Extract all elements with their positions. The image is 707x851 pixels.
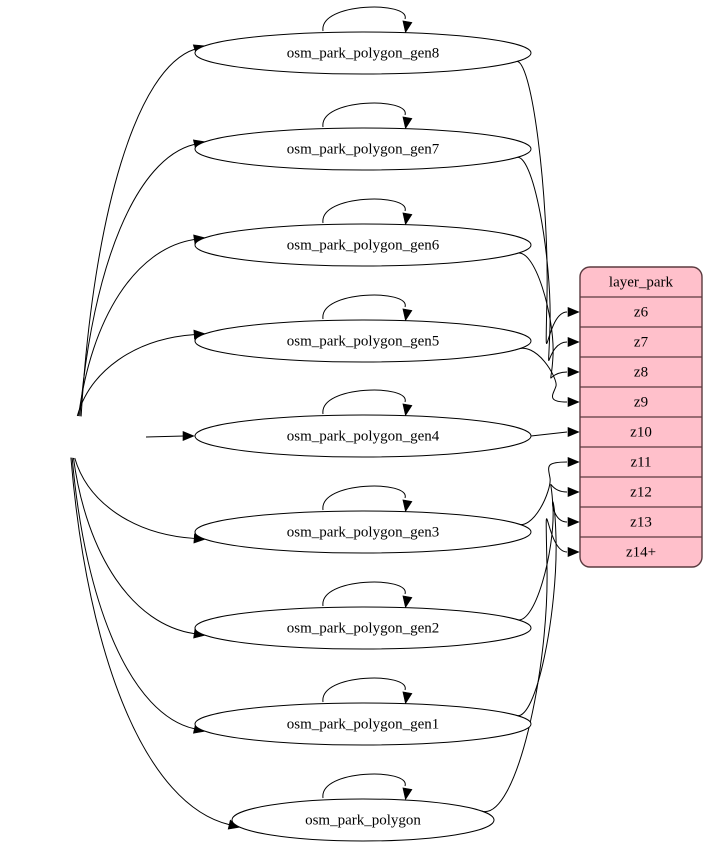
table-row-z6[interactable]: z6	[634, 304, 649, 320]
node-label: osm_park_polygon	[305, 812, 421, 828]
edge-osm_park_polygon_gen4-to-z10	[530, 431, 568, 437]
self-loop-edge-osm_park_polygon_gen7	[322, 102, 406, 128]
table-row-z10[interactable]: z10	[630, 424, 652, 440]
node-osm_park_polygon_gen6[interactable]: osm_park_polygon_gen6	[194, 223, 532, 267]
arrowhead-osm_park_polygon_gen8-to-row	[567, 306, 580, 318]
table-row-z11[interactable]: z11	[630, 454, 651, 470]
node-ellipse	[194, 31, 532, 75]
self-loop-edge-osm_park_polygon_gen6	[322, 198, 406, 224]
self-loop-arrowhead-osm_park_polygon_gen8	[402, 20, 413, 34]
table-row-z14plus[interactable]: z14+	[626, 544, 656, 560]
nodes-layer: osm_park_polygon_gen8 osm_park_polygon_ge…	[194, 31, 532, 842]
self-loop-arrowhead-osm_park_polygon_gen7	[402, 116, 413, 130]
node-ellipse	[231, 798, 495, 842]
arrowhead-osm_park_polygon_gen6-to-row	[567, 366, 580, 378]
arrowhead-osm_park_polygon_gen7-to-row	[567, 336, 580, 348]
arrowhead-osm_park_polygon_gen3-to-row	[567, 456, 580, 468]
table-row-z8[interactable]: z8	[634, 364, 648, 380]
node-ellipse	[194, 606, 532, 650]
arrowhead-osm_park_polygon_gen4-to-row	[567, 426, 580, 438]
edge-osm_park_polygon_gen1-to-z13	[515, 501, 568, 716]
table-row-z13[interactable]: z13	[630, 514, 652, 530]
self-loop-arrowhead-osm_park_polygon_gen2	[402, 595, 413, 609]
table-row-z9[interactable]: z9	[634, 394, 648, 410]
self-loop-edge-osm_park_polygon_gen5	[322, 294, 406, 320]
self-loop-edge-osm_park_polygon_gen3	[322, 485, 406, 511]
edge-osm_park_polygon_gen2-to-z12	[515, 484, 568, 621]
table-layer: layer_park z6 z7 z8 z9 z10 z11 z12 z13 z14+	[579, 266, 703, 568]
self-loop-arrowhead-osm_park_polygon_gen5	[402, 308, 413, 322]
self-loop-edge-osm_park_polygon_gen8	[322, 6, 406, 32]
edge-imposm3-to-osm_park_polygon_gen2	[72, 457, 195, 635]
self-loop-edge-osm_park_polygon_gen2	[322, 581, 406, 607]
self-loop-arrowhead-osm_park_polygon_gen3	[402, 499, 413, 513]
node-ellipse	[194, 510, 532, 554]
edge-osm_park_polygon_gen8-to-z6	[515, 61, 568, 344]
edge-osm_park_polygon-to-z14plus	[481, 518, 568, 812]
table-row-z12[interactable]: z12	[630, 484, 652, 500]
edge-imposm3-to-osm_park_polygon_gen6	[78, 238, 195, 417]
self-loop-edge-osm_park_polygon_gen1	[322, 677, 406, 703]
arrowhead-osm_park_polygon-to-row	[567, 546, 580, 558]
edge-imposm3-to-osm_park_polygon_gen4	[145, 435, 185, 438]
arrowhead-imposm3-to-osm_park_polygon_gen4	[182, 430, 195, 442]
node-label: osm_park_polygon_gen2	[287, 620, 439, 636]
node-osm_park_polygon_gen4[interactable]: osm_park_polygon_gen4	[194, 414, 532, 458]
self-loop-edge-osm_park_polygon_gen4	[322, 389, 406, 415]
edge-imposm3-to-osm_park_polygon_gen3	[74, 457, 195, 539]
arrowhead-osm_park_polygon_gen2-to-row	[567, 486, 580, 498]
node-osm_park_polygon_gen3[interactable]: osm_park_polygon_gen3	[194, 510, 532, 554]
node-label: osm_park_polygon_gen1	[287, 716, 439, 732]
node-label: osm_park_polygon_gen6	[287, 237, 440, 253]
node-osm_park_polygon[interactable]: osm_park_polygon	[231, 798, 495, 842]
arrowhead-osm_park_polygon_gen5-to-row	[567, 396, 580, 408]
node-label: osm_park_polygon_gen7	[287, 141, 440, 157]
edge-osm_park_polygon_gen3-to-z11	[515, 461, 568, 526]
node-label: osm_park_polygon_gen5	[287, 333, 439, 349]
node-osm_park_polygon_gen5[interactable]: osm_park_polygon_gen5	[194, 319, 532, 363]
edge-imposm3-to-osm_park_polygon	[70, 457, 230, 826]
node-ellipse	[194, 223, 532, 267]
self-loop-arrowhead-osm_park_polygon_gen6	[402, 212, 413, 226]
edge-imposm3-to-osm_park_polygon_gen8	[80, 48, 195, 417]
node-osm_park_polygon_gen7[interactable]: osm_park_polygon_gen7	[194, 127, 532, 171]
edge-osm_park_polygon_gen7-to-z7	[515, 156, 568, 361]
node-ellipse	[194, 702, 532, 746]
layer-table-header: layer_park	[609, 274, 674, 290]
node-ellipse	[194, 414, 532, 458]
table-row-z7[interactable]: z7	[634, 334, 649, 350]
node-label: osm_park_polygon_gen4	[287, 428, 440, 444]
edge-imposm3-to-osm_park_polygon_gen1	[71, 457, 195, 730]
node-label: osm_park_polygon_gen3	[287, 524, 439, 540]
self-loop-arrowhead-osm_park_polygon	[402, 787, 413, 801]
node-ellipse	[194, 319, 532, 363]
node-osm_park_polygon_gen1[interactable]: osm_park_polygon_gen1	[194, 702, 532, 746]
self-loop-arrowhead-osm_park_polygon_gen4	[402, 403, 413, 417]
node-label: osm_park_polygon_gen8	[287, 45, 439, 61]
node-ellipse	[194, 127, 532, 171]
edge-imposm3-to-osm_park_polygon_gen5	[76, 334, 195, 417]
arrowhead-osm_park_polygon_gen1-to-row	[567, 516, 580, 528]
self-loop-arrowhead-osm_park_polygon_gen1	[402, 691, 413, 705]
self-loop-edge-osm_park_polygon	[322, 773, 406, 799]
node-osm_park_polygon_gen8[interactable]: osm_park_polygon_gen8	[194, 31, 532, 75]
node-osm_park_polygon_gen2[interactable]: osm_park_polygon_gen2	[194, 606, 532, 650]
edge-osm_park_polygon_gen5-to-z9	[515, 347, 568, 403]
edge-imposm3-to-osm_park_polygon_gen7	[79, 143, 195, 417]
